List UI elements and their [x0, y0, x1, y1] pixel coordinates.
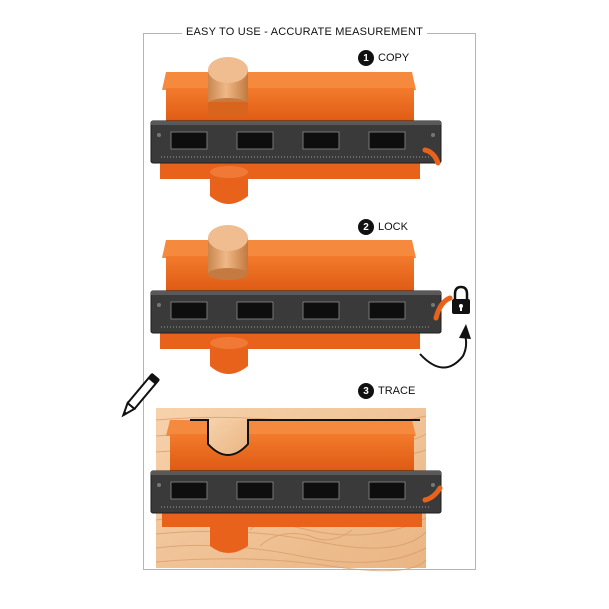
step-3-trace-scene [121, 373, 443, 572]
step-2-lock-scene [150, 225, 471, 374]
lock-icon [452, 285, 470, 314]
step-3-label: 3 TRACE [358, 383, 415, 399]
pencil-icon [121, 373, 160, 418]
step-2-label: 2 LOCK [358, 219, 408, 235]
frame-title: EASY TO USE - ACCURATE MEASUREMENT [0, 26, 609, 38]
step-1-label: 1 COPY [358, 50, 409, 66]
step-1-copy-scene [150, 57, 442, 204]
curved-arrow-icon [419, 324, 471, 369]
